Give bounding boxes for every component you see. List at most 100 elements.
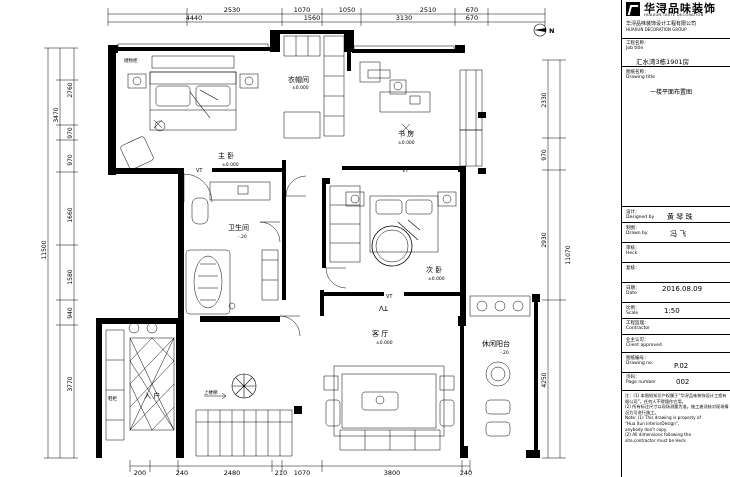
right-dimension-line — [542, 59, 566, 459]
dim-bottom-0: 200 — [134, 469, 146, 477]
dim-left-6: 1580 — [67, 269, 74, 284]
dim-left-1: 2760 — [67, 82, 74, 97]
dim-left-3: 970 — [67, 154, 74, 166]
dim-top-0: 4440 — [186, 14, 203, 22]
dim-top-1: 2530 — [224, 6, 241, 14]
company-group: HUAXUN DECORATION GROUP — [626, 27, 687, 32]
master-bed — [127, 55, 259, 131]
dim-left-0: 3470 — [53, 107, 60, 122]
dim-left-4: 1660 — [67, 207, 74, 222]
shoe-label: 鞋柜 — [108, 395, 117, 402]
living-sofa — [323, 365, 455, 451]
study-desk — [359, 61, 431, 113]
dim-top-2: 1070 — [294, 6, 311, 14]
dim-bottom-4: 1070 — [294, 469, 311, 477]
cabinet-label: 储物柜 — [124, 57, 138, 64]
scale-value: 1:50 — [664, 307, 680, 315]
bath-level: -.20 — [238, 234, 247, 240]
balcony-name: 休闲阳台 — [482, 339, 510, 348]
date-label: 日期： Date — [626, 286, 640, 296]
dim-bottom-6: 240 — [460, 469, 472, 477]
dim-top-8: 670 — [466, 14, 478, 22]
drawing-title-label: 图纸名称： Drawing title — [626, 70, 655, 80]
closet-level: ±0.000 — [292, 85, 309, 91]
doors — [183, 173, 347, 337]
windows — [117, 43, 483, 167]
drawing-no-label: 图纸编号： Drawing no. — [626, 356, 654, 366]
company-logo-icon — [626, 2, 640, 16]
study-name: 书 房 — [398, 129, 414, 138]
recheck-label: 复核： — [626, 266, 640, 271]
master-level: ±0.000 — [222, 162, 239, 168]
company-name-cn: 华浔品味装饰 — [644, 2, 716, 15]
upper-stair-label: 上楼梯 — [204, 389, 218, 396]
company-name-en: HUAXUN TASTE DECORATION — [644, 13, 704, 17]
dim-bottom-5: 3800 — [384, 469, 401, 477]
drawing-title-value: 一楼平面布置图 — [650, 89, 693, 96]
drawing-no-value: P.02 — [674, 362, 689, 370]
dim-right-1: 970 — [541, 149, 548, 161]
living-level: ±0.000 — [376, 340, 393, 346]
dim-left-2: 970 — [67, 127, 74, 139]
date-value: 2016.08.09 — [662, 285, 703, 293]
vt-second: VT — [386, 294, 393, 300]
north-label: N — [549, 27, 554, 35]
job-title-value: 汇水湾3栋1901房 — [636, 58, 690, 66]
dim-left-7: 940 — [67, 307, 74, 319]
page-no-value: 002 — [676, 378, 690, 386]
stair — [195, 392, 293, 457]
company-logo: 华浔品味装饰 HUAXUN TASTE DECORATION 华浔品味装饰设计工… — [622, 0, 730, 39]
top-dimension-line — [107, 8, 546, 26]
note-line: site,contractor must be Heck — [625, 437, 686, 443]
dim-top-3: 1560 — [304, 14, 321, 22]
master-name: 主 卧 — [218, 151, 234, 160]
bath-name: 卫生间 — [228, 223, 249, 232]
note-line: (2) 所有标注尺寸以现场测量为准。施工者须核对现场情况方可进行施工。 — [625, 404, 729, 415]
walls — [96, 30, 540, 458]
closet-name: 衣帽间 — [288, 75, 309, 84]
dim-left-5: 11500 — [41, 240, 48, 259]
balcony-level: -.20 — [500, 350, 509, 356]
bottom-dimension-line — [129, 460, 471, 472]
plant-icon — [231, 373, 257, 399]
second-level: ±0.000 — [428, 276, 445, 282]
entry-cabinet — [105, 322, 175, 441]
study-light-icon — [153, 119, 411, 133]
closet-cabinet — [283, 35, 345, 139]
designed-label: 设计： Designed by — [626, 210, 655, 220]
note-line: (2) All dimensions following the — [625, 432, 692, 438]
second-name: 次 卧 — [426, 265, 442, 274]
entry-name: 入 户 — [144, 391, 160, 400]
second-bed — [329, 185, 457, 267]
tv-label: TV — [379, 304, 389, 312]
drawn-label: 制图： Drawn by — [626, 226, 648, 236]
dim-left-8: 3770 — [67, 376, 74, 391]
company-full-name: 华浔品味装饰设计工程有限公司 — [626, 21, 697, 27]
note-line: Note: (1) This drawing is property of — [625, 415, 701, 421]
dim-right-3: 11070 — [565, 245, 572, 264]
dim-top-7: 670 — [466, 6, 478, 14]
dim-top-5: 3130 — [396, 14, 413, 22]
title-block: 华浔品味装饰 HUAXUN TASTE DECORATION 华浔品味装饰设计工… — [621, 0, 730, 477]
balcony-furniture — [469, 295, 531, 437]
notes-block: 注：(1) 本图纸知识产权属于“华浔品味装饰设计工程有限公司”，任何人不得擅作它… — [625, 393, 729, 443]
dim-bottom-3: 210 — [275, 469, 287, 477]
drawn-value: 冯 飞 — [670, 230, 687, 238]
dim-right-0: 2330 — [541, 92, 548, 107]
dim-top-4: 1050 — [339, 6, 356, 14]
note-line: 注：(1) 本图纸知识产权属于“华浔品味装饰设计工程有限公司”，任何人不得擅作它… — [625, 393, 727, 404]
floor-plan: 4440 2530 1070 1560 1050 3130 2510 670 6… — [41, 6, 572, 477]
study-level: ±0.000 — [398, 140, 415, 146]
job-title-label: 工程名称： Job title — [626, 41, 649, 51]
dim-bottom-1: 240 — [176, 469, 188, 477]
vt-master: VT — [196, 168, 203, 174]
page-no-label: 页码： Page number — [626, 375, 656, 385]
dim-bottom-2: 2480 — [224, 469, 241, 477]
dim-right-2: 2930 — [541, 232, 548, 247]
left-dimension-line — [44, 47, 78, 459]
north-arrow-icon — [533, 23, 547, 37]
contractor-label: 工程监理： Contractor — [626, 321, 650, 331]
check-label: 审核： Heck — [626, 246, 640, 256]
designed-value: 黄 琴 珠 — [667, 213, 693, 221]
note-line: "Hua Xun InteriorDesign", — [625, 420, 680, 426]
